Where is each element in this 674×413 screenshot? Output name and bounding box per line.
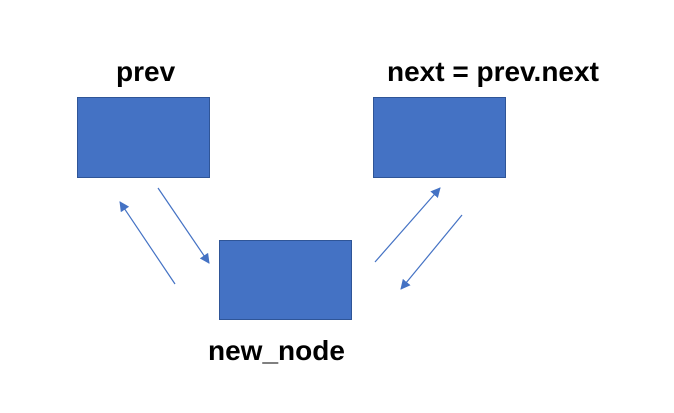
prev-label: prev [116, 56, 176, 87]
new-node-box [219, 240, 352, 320]
next-label: next = prev.next [387, 56, 599, 87]
arrow-new-node-to-prev [119, 201, 176, 285]
arrow-new-node-to-next [374, 187, 441, 263]
new-node-label: new_node [208, 335, 345, 366]
arrow-prev-to-new-node [157, 187, 210, 264]
prev-node-box [77, 97, 210, 178]
next-node-box [373, 97, 506, 178]
arrow-next-to-new-node [400, 214, 463, 290]
